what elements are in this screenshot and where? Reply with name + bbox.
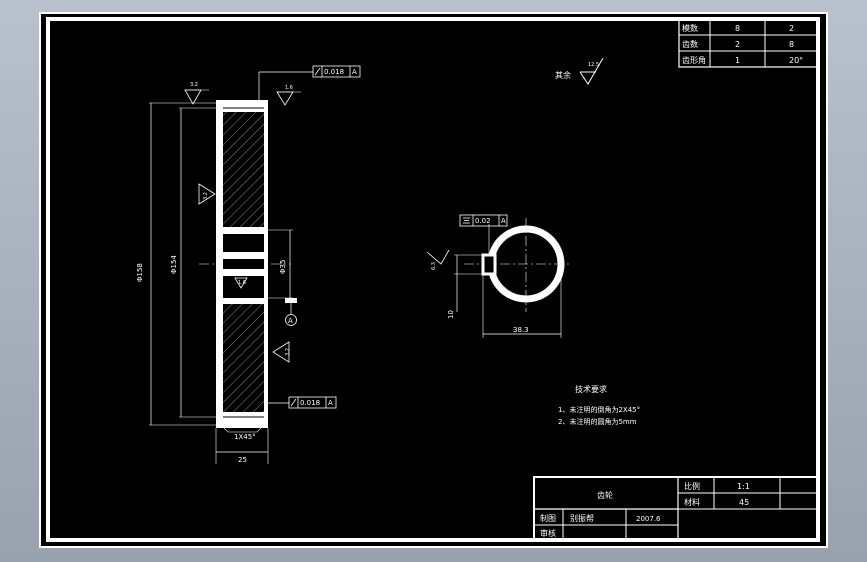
dim-pitch-diameter: Φ154 xyxy=(170,255,178,274)
material-value: 45 xyxy=(739,498,749,507)
drawing-date: 2007.6 xyxy=(636,515,661,523)
technical-notes: 技术要求 1、未注明的倒角为2X45° 2、未注明的圆角为5mm xyxy=(558,384,640,426)
table-row-1-v2: 2 xyxy=(789,24,794,33)
bore-region-mid xyxy=(223,259,264,269)
material-label: 材料 xyxy=(684,497,700,507)
dim-outer-diameter: Φ158 xyxy=(136,263,144,282)
table-row-3-v1: 1 xyxy=(735,56,740,65)
scale-value: 1:1 xyxy=(737,482,750,491)
bottom-runout-value: 0.018 xyxy=(300,399,320,407)
dim-bore-diameter: Φ35 xyxy=(279,260,287,274)
table-row-2-v2: 8 xyxy=(789,40,794,49)
table-row-1-label: 模数 xyxy=(682,23,698,33)
key-symmetry-value: 0.02 xyxy=(475,217,491,225)
bottom-runout-datum: A xyxy=(328,399,333,407)
top-runout-value: 0.018 xyxy=(324,68,344,76)
dim-chamfer: 1X45° xyxy=(234,433,256,441)
note-2: 2、未注明的圆角为5mm xyxy=(558,417,637,426)
inner-border xyxy=(46,17,820,542)
dim-key-depth: 38.3 xyxy=(513,326,529,334)
gear-parameter-table: 模数 8 2 齿数 2 8 齿形角 1 20° xyxy=(678,18,819,68)
title-block: 齿轮 比例 1:1 材料 45 制图 别振帮 2007.6 审核 xyxy=(533,476,819,541)
checked-label: 审核 xyxy=(540,528,556,538)
dim-key-width: 10 xyxy=(447,310,455,319)
table-row-3-v2: 20° xyxy=(789,56,803,65)
notes-heading: 技术要求 xyxy=(575,384,607,394)
outer-border xyxy=(39,12,828,548)
top-runout-datum: A xyxy=(352,68,357,76)
roughness-rest-value: 12.5 xyxy=(588,62,599,68)
roughness-rest-label: 其余 xyxy=(555,70,571,80)
scale-label: 比例 xyxy=(684,481,700,491)
upper-section-hatch xyxy=(223,112,264,227)
roughness-side-lower: 3.2 xyxy=(285,348,291,356)
roughness-bore: 1.6 xyxy=(238,280,246,286)
gear-section-view: Φ158 Φ154 Φ35 25 1X45° 3.2 1.6 3.2 1.6 xyxy=(136,65,361,464)
keyway xyxy=(481,253,497,276)
table-row-3-label: 齿形角 xyxy=(682,55,706,65)
drawer-name: 别振帮 xyxy=(570,513,594,523)
drawing-canvas: 模数 8 2 齿数 2 8 齿形角 1 20° 其余 12.5 xyxy=(39,12,828,548)
key-symmetry-datum: A xyxy=(501,217,506,225)
roughness-side-upper: 3.2 xyxy=(203,192,209,200)
drawn-label: 制图 xyxy=(540,513,556,523)
bore-region-upper xyxy=(223,234,264,252)
datum-label: A xyxy=(288,317,293,325)
drawing-sheet: 模数 8 2 齿数 2 8 齿形角 1 20° 其余 12.5 xyxy=(39,12,828,548)
roughness-rest: 其余 12.5 xyxy=(555,57,604,85)
roughness-keyway: 6.3 xyxy=(431,262,437,270)
dim-width: 25 xyxy=(238,456,247,464)
table-row-1-v1: 8 xyxy=(735,24,740,33)
table-row-2-label: 齿数 xyxy=(682,39,698,49)
roughness-top-left: 3.2 xyxy=(190,82,198,88)
note-1: 1、未注明的倒角为2X45° xyxy=(558,405,640,414)
roughness-top-mid: 1.6 xyxy=(285,85,293,91)
lower-section-hatch xyxy=(223,304,264,412)
hub-front-view: 0.02 A 6.3 10 38.3 xyxy=(426,214,571,338)
table-row-2-v1: 2 xyxy=(735,40,740,49)
part-name: 齿轮 xyxy=(597,490,613,500)
bore-region-lower xyxy=(223,276,264,298)
